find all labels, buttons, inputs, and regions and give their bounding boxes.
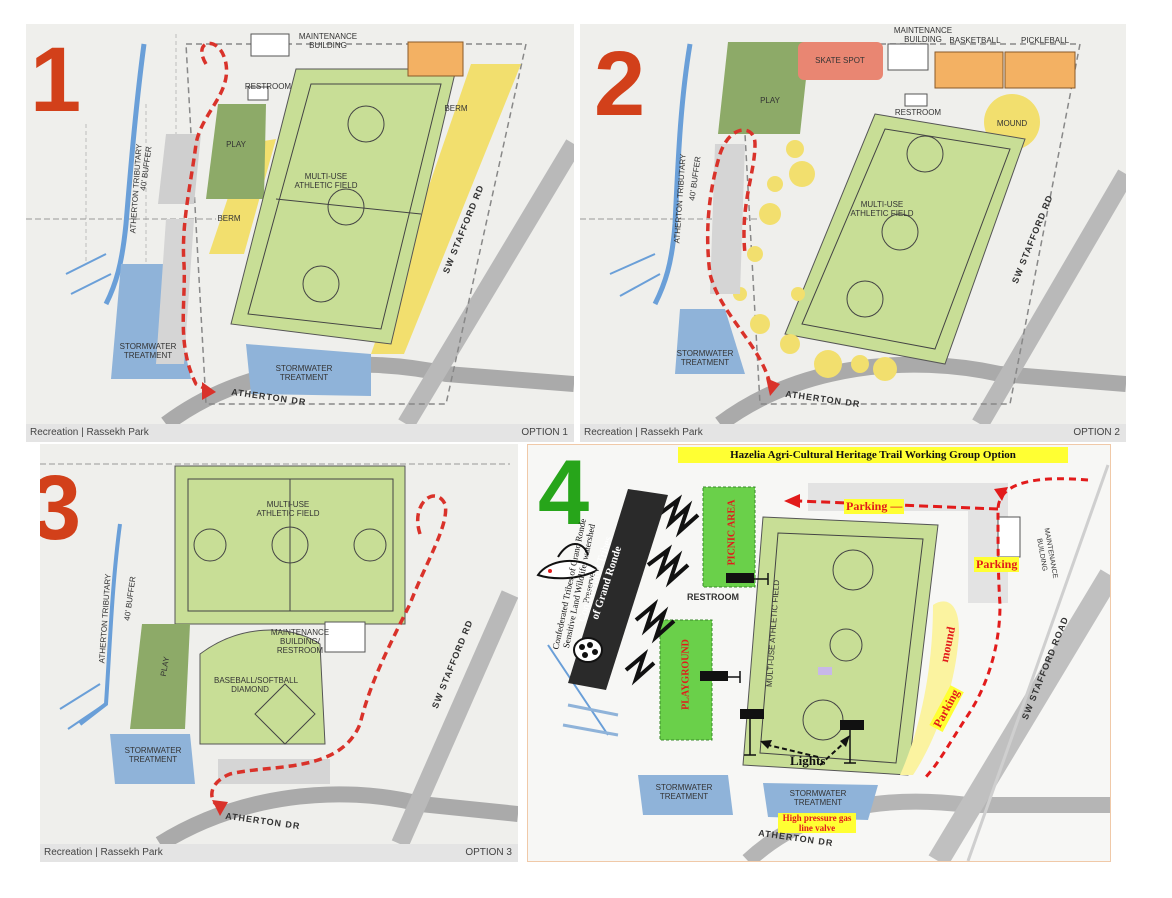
athletic-field [784,113,1026,365]
option-4-panel: 4 Hazelia Agri-Cultural Heritage Trail W… [527,444,1111,862]
berm-right [371,64,521,354]
option-3-site-plan [40,444,518,851]
play-label: PLAY [226,140,246,149]
skate-label: SKATE SPOT [815,56,865,65]
option-number: 3 [40,457,82,559]
option-1-panel: 1 MAINTENANCE BUILDING RESTROOM PLAY BER… [26,24,574,442]
restroom-building [247,86,269,101]
footer-left: Recreation | Rassekh Park [30,427,149,438]
pickleball-label: PICKLEBALL [1020,36,1070,45]
field-label: MULTI-USE ATHLETIC FIELD [850,200,914,218]
restroom-label: RESTROOM [686,592,739,602]
restroom-label: RESTROOM [244,82,292,91]
court [407,41,464,77]
option-3-footer: Recreation | Rassekh Park OPTION 3 [40,844,518,862]
stormwater-right [246,344,371,396]
tributary-stream [103,43,147,306]
yellow-trees [733,140,897,381]
zigzag-decoration [624,494,700,686]
footer-right: OPTION 3 [465,847,512,858]
option-3-panel: 3 MULTI-USE ATHLETIC FIELD PLAY MAINTENA… [40,444,518,862]
picnic-label: PICNIC AREA [726,499,738,566]
play-label: PLAY [760,96,780,105]
footer-right: OPTION 1 [521,427,568,438]
play-area [206,104,266,199]
storm-right-label: STORMWATER TREATMENT [275,364,333,382]
option-number: 2 [594,33,646,135]
storm-left-label: STORMWATER TREATMENT [655,783,713,801]
red-trail [705,128,772,385]
berm-left-label: BERM [217,214,241,223]
option-2-panel: 2 MAINTENANCE BUILDING BASKETBALL PICKLE… [580,24,1126,442]
baseball-diamond [199,629,326,745]
restroom-label: RESTROOM [894,108,942,117]
field-label: MULTI-USE ATHLETIC FIELD [294,172,358,190]
storm-label: STORMWATER TREATMENT [676,349,734,367]
maintenance-label: MAINTENANCE BUILDING [298,32,358,50]
maintenance-label: MAINTENANCE BUILDING/ RESTROOM [270,628,330,655]
stormwater [675,309,745,374]
tribes-emblem-icon [573,637,603,663]
fish-icon [536,543,600,580]
option-number: 4 [538,444,590,544]
play-area [718,42,810,134]
lights-label: Lights [790,753,826,768]
footer-right: OPTION 2 [1073,427,1120,438]
option-2-site-plan [580,24,1126,431]
option-1-site-plan [26,24,574,431]
stormwater-left [638,775,733,815]
red-trail [181,41,229,391]
red-trail [210,494,448,808]
basketball-label: BASKETBALL [949,36,1001,45]
storm-left-label: STORMWATER TREATMENT [119,342,177,360]
mound [900,601,959,775]
option-1-footer: Recreation | Rassekh Park OPTION 1 [26,424,574,442]
storm-right-label: STORMWATER TREATMENT [789,789,847,807]
diamond-label: BASEBALL/SOFTBALL DIAMOND [214,676,299,694]
stormwater-right [763,783,878,820]
footer-left: Recreation | Rassekh Park [44,847,163,858]
maintenance-building [997,516,1021,558]
storm-label: STORMWATER TREATMENT [124,746,182,764]
playground-label: PLAYGROUND [680,639,692,710]
option-2-footer: Recreation | Rassekh Park OPTION 2 [580,424,1126,442]
pickleball-court [1004,51,1076,89]
picnic-area [702,486,756,588]
basketball-court [934,51,1004,89]
footer-left: Recreation | Rassekh Park [584,427,703,438]
parking-top-label: Parking — [844,499,905,514]
option-number: 1 [30,29,82,131]
skate-spot [798,42,883,80]
field-label: MULTI-USE ATHLETIC FIELD [256,500,320,518]
mound-label: MOUND [996,119,1028,128]
red-trail [921,477,1089,782]
gas-valve-label: High pressure gas line valve [778,813,856,833]
maintenance-building [250,33,290,57]
option-4-site-plan [528,445,1110,861]
parking-right-label: Parking [974,557,1020,572]
light-poles [700,573,864,730]
berm-right-label: BERM [444,104,468,113]
maintenance-label: MAINTENANCE BUILDING [893,26,953,44]
trail-group-banner: Hazelia Agri-Cultural Heritage Trail Wor… [678,447,1068,463]
stormwater [110,734,195,784]
maintenance-building [324,621,366,653]
play-area [130,624,190,729]
athletic-field [230,68,457,345]
